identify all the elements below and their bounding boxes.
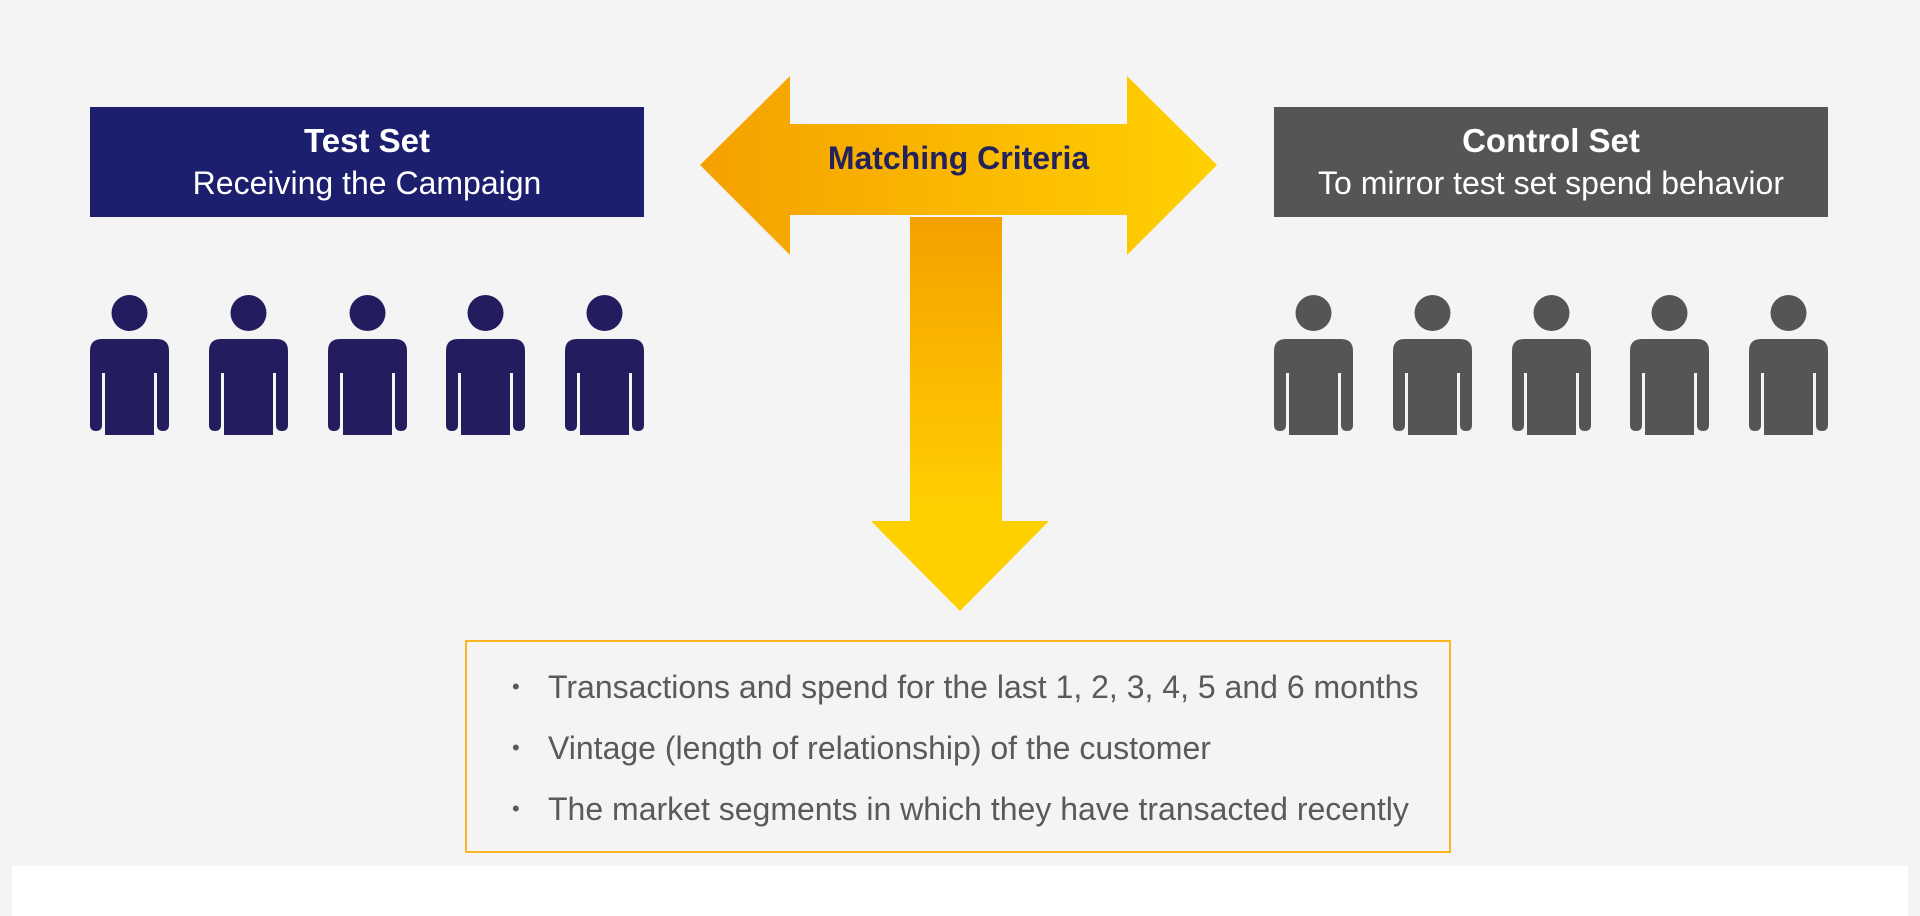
criteria-list: • Transactions and spend for the last 1,… — [467, 662, 1449, 845]
test-set-people — [90, 295, 644, 435]
bullet-icon: • — [512, 735, 520, 760]
criteria-box: • Transactions and spend for the last 1,… — [465, 640, 1451, 853]
test-set-title: Test Set — [304, 122, 430, 159]
control-set-subtitle: To mirror test set spend behavior — [1318, 165, 1784, 201]
person-icon — [1630, 295, 1710, 435]
double-arrow-horizontal — [700, 76, 1217, 255]
bottom-strip — [0, 866, 1920, 916]
control-set-people — [1274, 295, 1828, 435]
person-icon — [1749, 295, 1828, 435]
list-item: • The market segments in which they have… — [467, 784, 1449, 845]
person-icon — [1274, 295, 1353, 435]
control-set-title: Control Set — [1462, 122, 1640, 159]
person-icon — [327, 295, 407, 435]
arrow-down — [871, 217, 1049, 611]
criteria-text: Vintage (length of relationship) of the … — [548, 730, 1211, 766]
matching-criteria-label: Matching Criteria — [827, 140, 1090, 176]
matching-arrows — [700, 76, 1217, 611]
criteria-text: Transactions and spend for the last 1, 2… — [548, 669, 1419, 705]
test-set-subtitle: Receiving the Campaign — [192, 165, 542, 201]
person-icon — [1392, 295, 1472, 435]
test-set-box: Test Set Receiving the Campaign — [90, 107, 644, 217]
person-icon — [565, 295, 644, 435]
list-item: • Transactions and spend for the last 1,… — [467, 662, 1449, 723]
person-icon — [1511, 295, 1591, 435]
diagram-canvas: Test Set Receiving the Campaign Control … — [0, 0, 1920, 866]
person-icon — [90, 295, 169, 435]
person-icon — [208, 295, 288, 435]
bullet-icon: • — [512, 796, 520, 821]
person-icon — [446, 295, 526, 435]
list-item: • Vintage (length of relationship) of th… — [467, 723, 1449, 784]
criteria-text: The market segments in which they have t… — [548, 791, 1409, 827]
control-set-box: Control Set To mirror test set spend beh… — [1274, 107, 1828, 217]
bullet-icon: • — [512, 674, 520, 699]
